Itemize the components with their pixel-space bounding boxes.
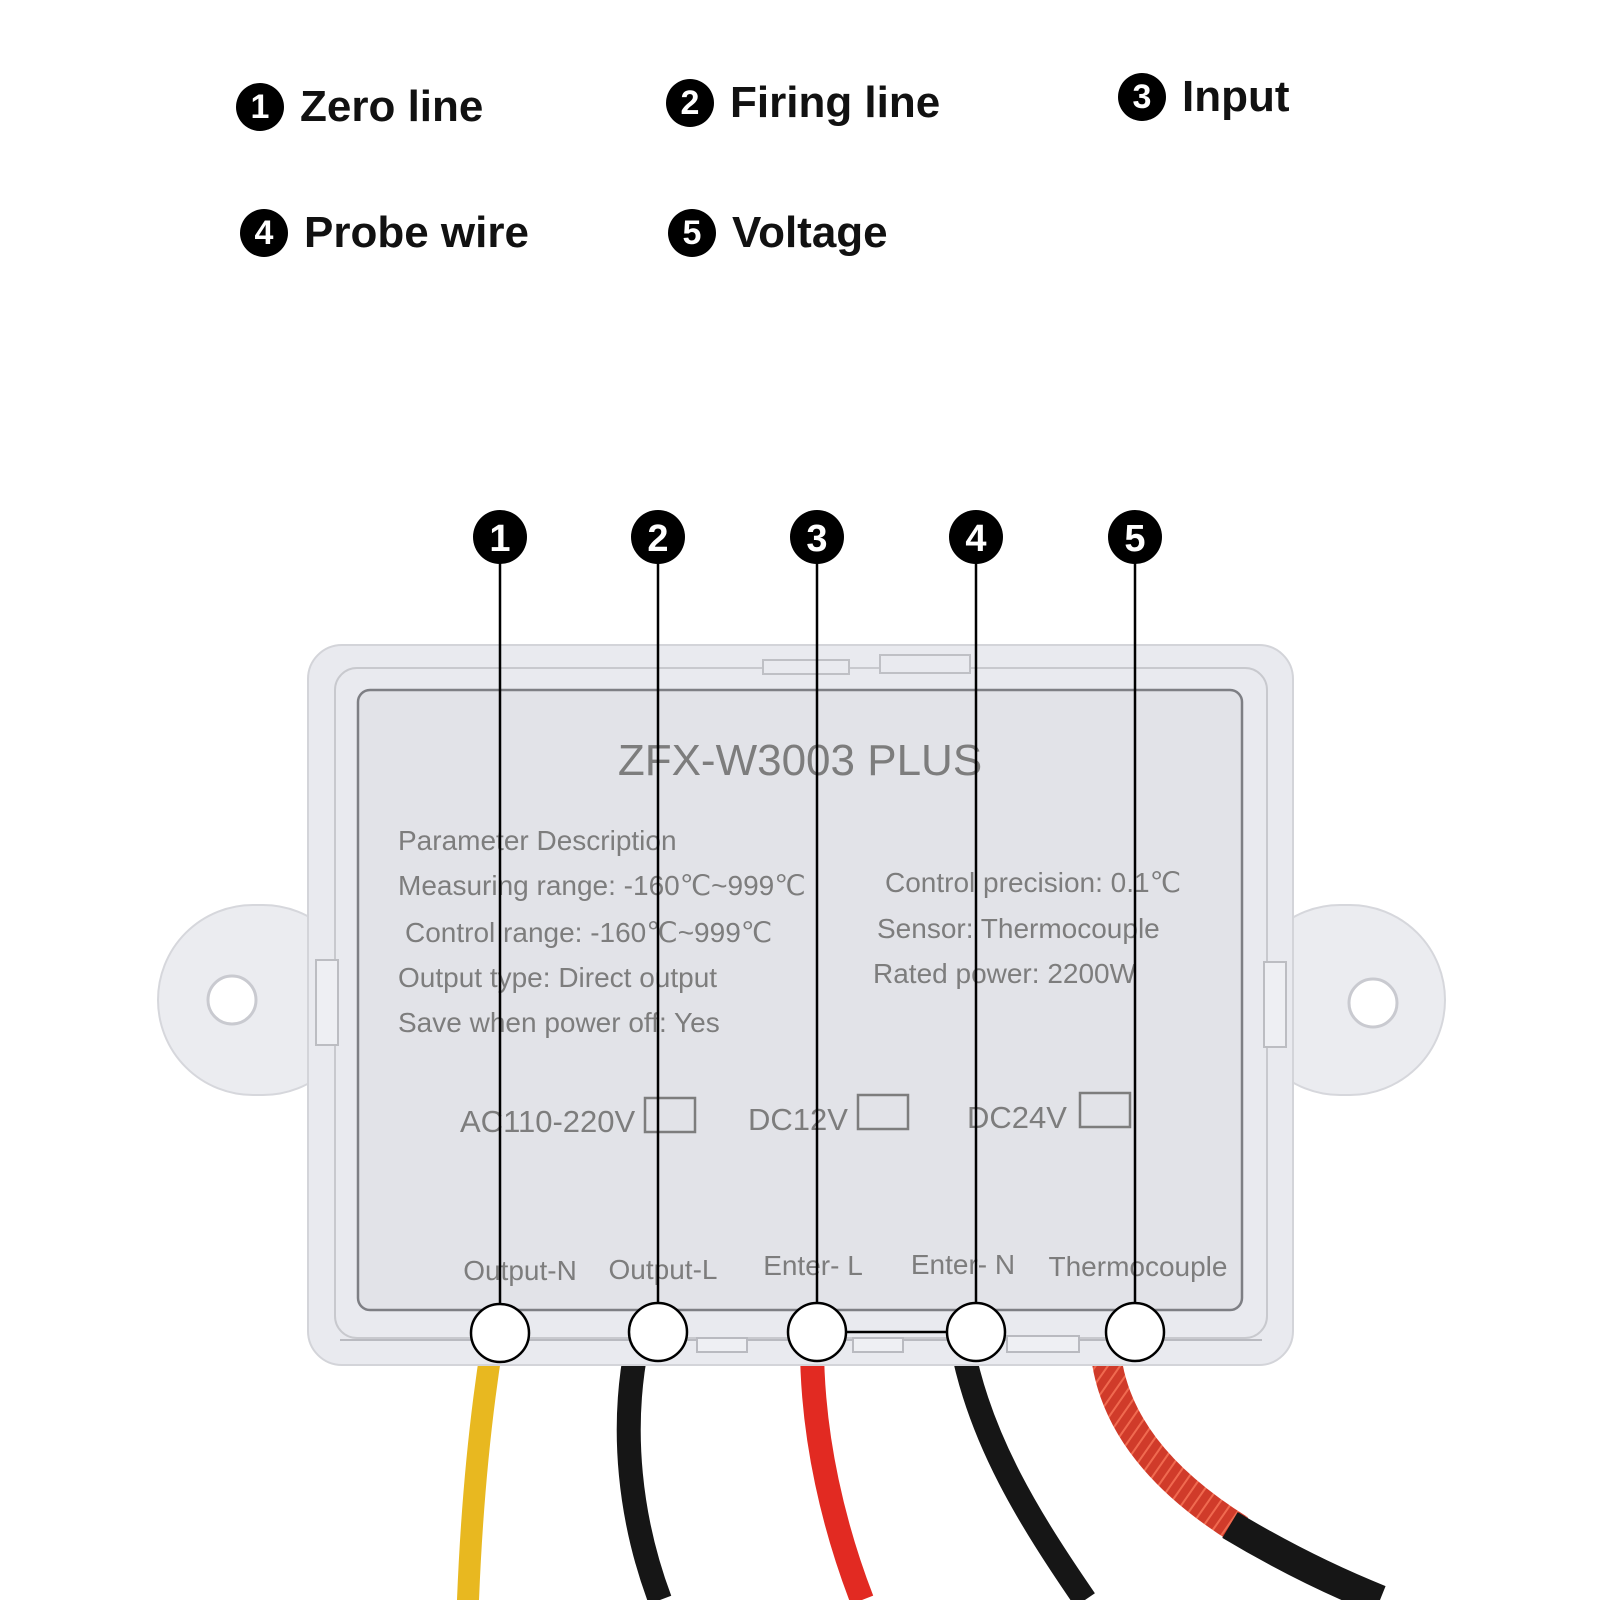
legend-label: Voltage (732, 208, 888, 257)
param-heading: Parameter Description (398, 825, 677, 856)
legend-label: Probe wire (304, 208, 529, 257)
callout-number-2: 2 (647, 518, 668, 560)
voltage-option-dc12: DC12V (748, 1102, 848, 1137)
param-rated-power: Rated power: 2200W (873, 958, 1137, 989)
legend-item-firing-line: 2 Firing line (666, 78, 940, 128)
callout-badge-3 (790, 510, 844, 564)
left-mounting-hole (206, 974, 258, 1026)
legend-label: Zero line (300, 82, 484, 131)
param-control-precision: Control precision: 0.1℃ (885, 867, 1181, 898)
param-sensor: Sensor: Thermocouple (877, 913, 1160, 944)
legend-label: Input (1182, 72, 1290, 121)
black-wire-thermocouple (1222, 1512, 1386, 1600)
legend-number: 2 (666, 79, 714, 127)
device-housing (157, 644, 1446, 1366)
voltage-option-dc24: DC24V (967, 1100, 1067, 1135)
voltage-checkbox-dc12 (856, 1093, 910, 1131)
terminal-marker-4 (945, 1301, 1007, 1363)
model-name: ZFX-W3003 PLUS (618, 736, 982, 785)
callout-number-1: 1 (489, 518, 510, 560)
param-save-power-off: Save when power off: Yes (398, 1007, 720, 1038)
voltage-option-ac: AC110-220V (460, 1104, 636, 1139)
right-mounting-hole (1347, 977, 1399, 1029)
legend-item-input: 3 Input (1118, 72, 1290, 122)
voltage-checkbox-ac (643, 1096, 697, 1134)
legend-number: 5 (668, 209, 716, 257)
top-tab (762, 659, 850, 675)
terminal-label-output-l: Output-L (609, 1254, 718, 1285)
callout-lines (498, 560, 1137, 1334)
terminal-label-output-n: Output-N (463, 1255, 577, 1286)
terminal-tab (696, 1337, 748, 1353)
terminal-label-enter-l: Enter- L (763, 1250, 863, 1281)
terminal-marker-1 (469, 1302, 531, 1364)
terminal-markers (469, 1301, 1166, 1364)
terminal-marker-2 (627, 1301, 689, 1363)
callout-number-5: 5 (1124, 518, 1145, 560)
terminal-marker-3 (786, 1301, 848, 1363)
braided-thermocouple-wire (1090, 1343, 1248, 1543)
label-text: ZFX-W3003 PLUS Parameter Description Mea… (398, 736, 1227, 1286)
callout-badge-2 (631, 510, 685, 564)
legend-label: Firing line (730, 78, 941, 127)
terminal-tab (852, 1337, 904, 1353)
param-control-range: Control range: -160℃~999℃ (405, 917, 772, 948)
side-clip (1263, 961, 1287, 1048)
terminal-label-thermocouple: Thermocouple (1049, 1251, 1228, 1282)
legend-number: 3 (1118, 73, 1166, 121)
callout-badge-4 (949, 510, 1003, 564)
red-wire (800, 1344, 874, 1600)
wires (457, 1334, 1386, 1600)
side-clip (315, 959, 339, 1046)
callout-badge-1 (473, 510, 527, 564)
legend-item-zero-line: 1 Zero line (236, 82, 483, 132)
legend-item-voltage: 5 Voltage (668, 208, 888, 258)
legend-number: 1 (236, 83, 284, 131)
param-output-type: Output type: Direct output (398, 962, 717, 993)
terminal-label-enter-n: Enter- N (911, 1249, 1015, 1280)
callout-number-4: 4 (965, 518, 986, 560)
terminal-tab (1006, 1335, 1080, 1353)
voltage-checkbox-dc24 (1078, 1091, 1132, 1129)
black-wire-enter-n (950, 1342, 1095, 1600)
legend-number: 4 (240, 209, 288, 257)
callout-number-3: 3 (806, 518, 827, 560)
black-wire-output-l (616, 1342, 672, 1600)
legend-item-probe-wire: 4 Probe wire (240, 208, 529, 258)
terminal-marker-5 (1104, 1301, 1166, 1363)
yellow-wire (457, 1334, 503, 1600)
callout-badges: 1 2 3 4 5 (473, 510, 1162, 564)
callout-badge-5 (1108, 510, 1162, 564)
top-tab (879, 654, 971, 674)
param-measuring-range: Measuring range: -160℃~999℃ (398, 870, 806, 901)
